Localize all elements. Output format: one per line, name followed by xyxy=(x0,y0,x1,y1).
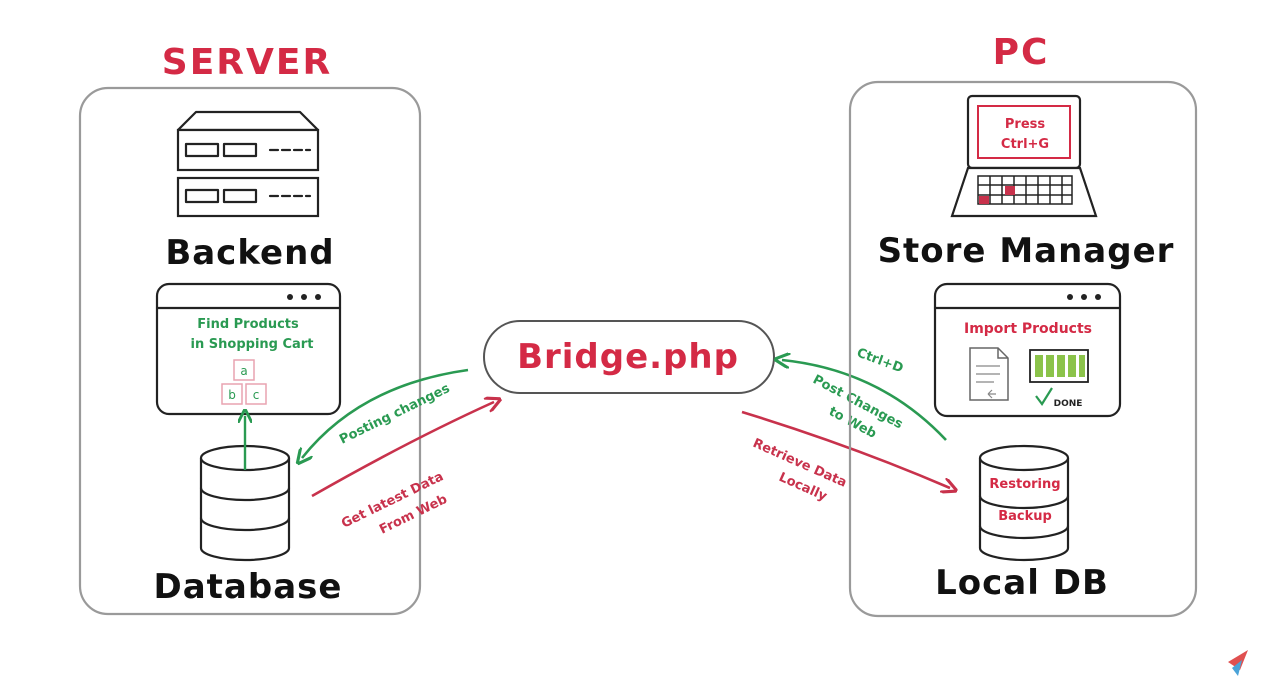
import-products-title: Import Products xyxy=(964,321,1092,337)
posting-changes-arrow xyxy=(302,368,469,458)
posting-changes-label: Posting changes xyxy=(337,381,452,448)
box-b-label: b xyxy=(228,388,236,402)
store-manager-label: Store Manager xyxy=(878,231,1175,271)
server-rack-icon xyxy=(176,110,320,218)
pc-title: PC xyxy=(993,32,1050,73)
backend-label: Backend xyxy=(165,233,334,273)
get-latest-arrow xyxy=(311,402,494,498)
server-title: SERVER xyxy=(162,42,332,83)
local-db-label: Local DB xyxy=(935,563,1109,603)
post-changes-arrow xyxy=(782,360,947,441)
box-a-label: a xyxy=(240,364,247,378)
progress-bar-icon xyxy=(1029,349,1089,383)
laptop-screen-line2: Ctrl+G xyxy=(1001,137,1049,152)
database-label: Database xyxy=(154,567,343,607)
laptop-screen-line1: Press xyxy=(1005,117,1045,132)
product-boxes: a b c xyxy=(221,359,267,405)
document-icon xyxy=(969,347,1009,401)
ctrl-d-label: Ctrl+D xyxy=(855,346,906,377)
window-text-line2: in Shopping Cart xyxy=(191,337,314,352)
pc-panel: PC Press Ctrl+G Store Manag xyxy=(848,32,1198,618)
bridge-node: Bridge.php xyxy=(483,320,775,394)
done-label: DONE xyxy=(1054,399,1083,409)
local-db-line1: Restoring xyxy=(989,477,1060,492)
browser-window-icon xyxy=(933,282,1122,418)
checkmark-icon xyxy=(1035,387,1053,406)
laptop-icon xyxy=(950,94,1098,218)
pc-panel-frame xyxy=(848,80,1198,618)
server-panel-frame xyxy=(78,86,422,616)
database-cylinder-icon xyxy=(978,444,1070,562)
box-c-label: c xyxy=(253,388,260,402)
window-text-line1: Find Products xyxy=(197,317,299,332)
retrieve-data-arrow xyxy=(741,410,950,488)
bridge-label: Bridge.php xyxy=(517,337,739,377)
bird-logo-icon xyxy=(1228,650,1248,676)
server-panel: SERVER Backend Find Products in Shopping… xyxy=(78,42,422,616)
browser-window-icon xyxy=(155,282,342,416)
local-db-line2: Backup xyxy=(998,509,1052,524)
